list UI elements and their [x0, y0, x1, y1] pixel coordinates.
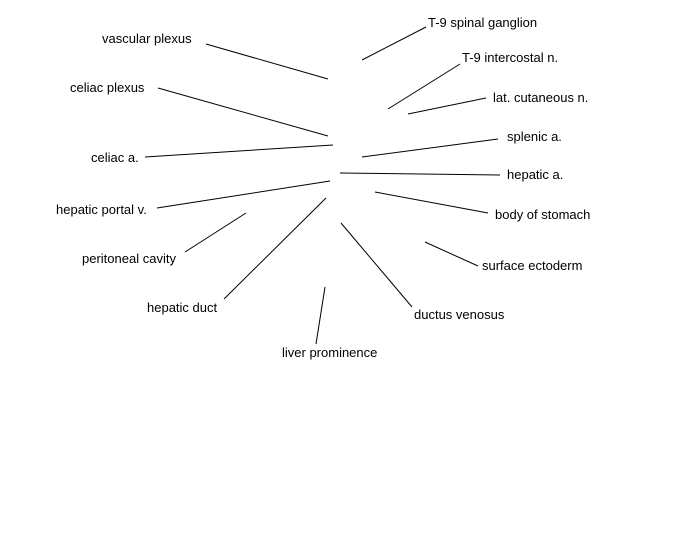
leader-line-ductus-venosus — [340, 222, 413, 308]
leader-line-t9-spinal-ganglion — [361, 26, 427, 61]
leader-line-peritoneal-cavity — [184, 212, 247, 253]
label-lat-cutaneous-n: lat. cutaneous n. — [493, 90, 589, 105]
label-t9-spinal-ganglion: T-9 spinal ganglion — [428, 15, 538, 30]
leader-line-celiac-plexus — [157, 87, 329, 137]
label-hepatic-duct: hepatic duct — [147, 300, 218, 315]
label-peritoneal-cavity: peritoneal cavity — [82, 251, 176, 266]
label-hepatic-portal-v: hepatic portal v. — [56, 202, 147, 217]
leader-line-body-of-stomach — [374, 191, 489, 214]
label-surface-ectoderm: surface ectoderm — [482, 258, 583, 273]
label-splenic-a: splenic a. — [507, 129, 562, 144]
leader-line-splenic-a — [361, 138, 499, 158]
leader-line-lat-cutaneous-n — [407, 97, 487, 115]
label-celiac-plexus: celiac plexus — [70, 80, 145, 95]
label-hepatic-a: hepatic a. — [507, 167, 564, 182]
leader-line-hepatic-duct — [223, 197, 327, 300]
label-t9-intercostal-n: T-9 intercostal n. — [462, 50, 559, 65]
leader-line-hepatic-a — [339, 172, 501, 176]
leader-line-hepatic-portal-v — [156, 180, 331, 209]
label-vascular-plexus: vascular plexus — [102, 31, 192, 46]
leader-line-surface-ectoderm — [424, 241, 479, 267]
leader-line-liver-prominence — [315, 286, 326, 345]
leader-line-celiac-a — [144, 144, 334, 158]
leader-line-t9-intercostal-n — [387, 63, 461, 110]
label-liver-prominence: liver prominence — [282, 345, 378, 360]
label-ductus-venosus: ductus venosus — [414, 307, 505, 322]
label-celiac-a: celiac a. — [91, 150, 139, 165]
label-body-of-stomach: body of stomach — [495, 207, 591, 222]
leader-line-vascular-plexus — [205, 43, 329, 80]
